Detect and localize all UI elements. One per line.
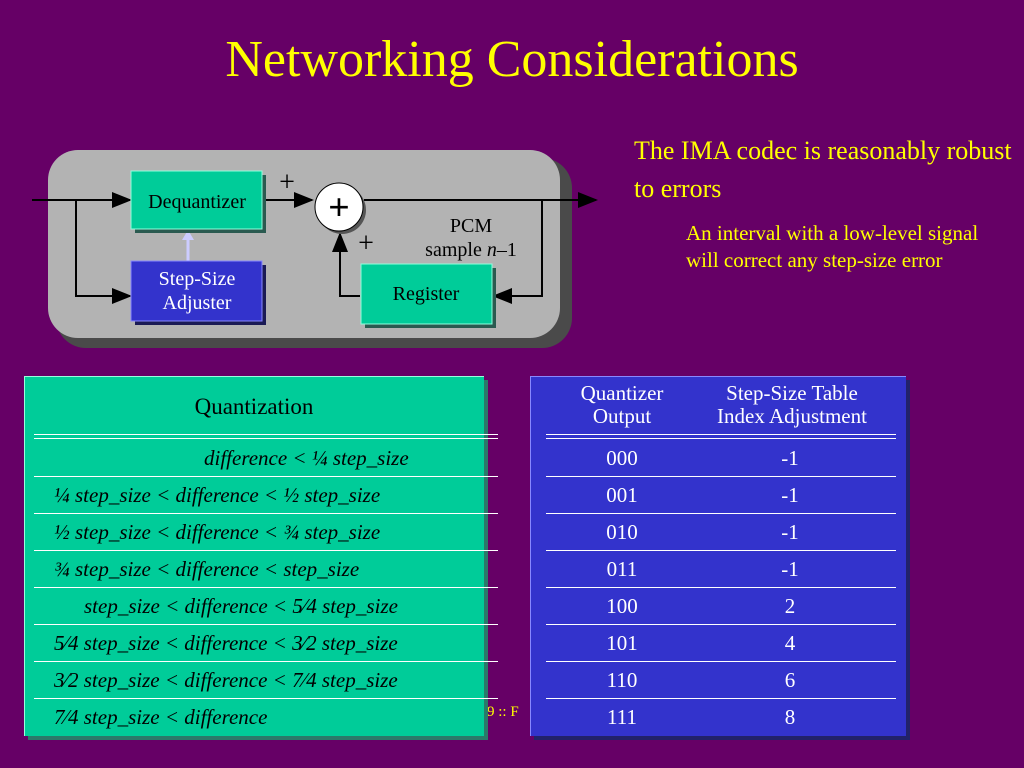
quantizer-output-cell: 011 bbox=[606, 557, 638, 581]
register-box bbox=[360, 263, 493, 325]
dequantizer-box bbox=[130, 170, 263, 230]
quantization-row-text: difference < ¼ step_size bbox=[204, 446, 409, 470]
quantization-row-text: step_size < difference < 5⁄4 step_size bbox=[84, 594, 398, 618]
index-adjustment-cell: -1 bbox=[781, 520, 799, 544]
header-col1-line1: Quantizer bbox=[580, 381, 664, 405]
main-bullet: The IMA codec is reasonably robust to er… bbox=[634, 136, 1012, 203]
quantization-header: Quantization bbox=[194, 394, 314, 419]
quantization-row-text: 7⁄4 step_size < difference bbox=[54, 705, 268, 729]
quantizer-output-cell: 000 bbox=[606, 446, 638, 470]
quantization-row: step_size < difference < 5⁄4 step_size bbox=[34, 588, 498, 625]
adjuster-to-dequantizer-arrow bbox=[182, 230, 194, 240]
table-row: 110 6 bbox=[546, 662, 896, 699]
table-row: 111 8 bbox=[546, 699, 896, 736]
quantizer-output-cell: 010 bbox=[606, 520, 638, 544]
quantizer-output-cell: 001 bbox=[606, 483, 638, 507]
quantization-row-text: ½ step_size < difference < ¾ step_size bbox=[54, 520, 381, 544]
table-row: 000 -1 bbox=[546, 440, 896, 477]
quantization-row: ¼ step_size < difference < ½ step_size bbox=[34, 477, 498, 514]
adjuster-label-line1: Step-Size bbox=[159, 268, 236, 290]
plus-top-sign: + bbox=[279, 167, 295, 198]
quantization-row: ½ step_size < difference < ¾ step_size bbox=[34, 514, 498, 551]
quantization-row: 7⁄4 step_size < difference bbox=[34, 699, 498, 736]
index-adjustment-table: Quantizer Output Step-Size Table Index A… bbox=[530, 376, 906, 736]
pcm-minus-one: –1 bbox=[496, 239, 517, 261]
header-col2-line1: Step-Size Table bbox=[726, 381, 858, 405]
header-index-adjustment: Step-Size Table Index Adjustment bbox=[694, 382, 890, 428]
quantization-row-text: 3⁄2 step_size < difference < 7⁄4 step_si… bbox=[54, 668, 398, 692]
quantization-row: 5⁄4 step_size < difference < 3⁄2 step_si… bbox=[34, 625, 498, 662]
register-to-adder-line bbox=[332, 232, 360, 297]
index-adjustment-cell: 2 bbox=[784, 594, 796, 618]
pcm-sample-word: sample bbox=[425, 239, 487, 261]
header-divider-top bbox=[34, 434, 498, 435]
quantizer-output-cell: 111 bbox=[607, 705, 637, 729]
quantization-row-text: 5⁄4 step_size < difference < 3⁄2 step_si… bbox=[54, 631, 398, 655]
pcm-n-variable: n bbox=[487, 239, 497, 261]
quantizer-output-cell: 100 bbox=[606, 594, 638, 618]
adjust-header-divider-bottom bbox=[546, 438, 896, 439]
feedback-line bbox=[492, 200, 543, 304]
dequantizer-label: Dequantizer bbox=[148, 191, 246, 213]
index-adjustment-cell: -1 bbox=[781, 483, 799, 507]
table-row: 101 4 bbox=[546, 625, 896, 662]
quantizer-output-cell: 101 bbox=[606, 631, 638, 655]
pcm-label-line1: PCM bbox=[450, 215, 492, 237]
footer-text: -9 :: F bbox=[482, 704, 519, 720]
header-col2-line2: Index Adjustment bbox=[717, 404, 867, 428]
quantization-table: Quantization difference < ¼ step_size ¼ … bbox=[24, 376, 498, 736]
index-adjustment-cell: 6 bbox=[784, 668, 796, 692]
quantizer-output-cell: 110 bbox=[606, 668, 638, 692]
input-to-adjuster-line bbox=[75, 200, 132, 304]
quantization-row-text: ¾ step_size < difference < step_size bbox=[54, 557, 360, 581]
quantization-row: ¾ step_size < difference < step_size bbox=[34, 551, 498, 588]
header-quantizer-output: Quantizer Output bbox=[552, 382, 692, 428]
quantization-row: difference < ¼ step_size bbox=[34, 440, 498, 477]
table-row: 010 -1 bbox=[546, 514, 896, 551]
adder-plus: + bbox=[328, 187, 350, 229]
header-col1-line2: Output bbox=[592, 404, 652, 428]
plus-bottom-sign: + bbox=[358, 228, 374, 259]
index-adjustment-cell: -1 bbox=[781, 557, 799, 581]
table-row: 100 2 bbox=[546, 588, 896, 625]
adjuster-label-line2: Adjuster bbox=[163, 292, 232, 314]
register-label: Register bbox=[393, 283, 460, 305]
quantization-row: 3⁄2 step_size < difference < 7⁄4 step_si… bbox=[34, 662, 498, 699]
index-adjustment-cell: -1 bbox=[781, 446, 799, 470]
adder-circle bbox=[314, 182, 364, 232]
index-adjustment-cell: 8 bbox=[784, 705, 796, 729]
step-size-adjuster-box bbox=[130, 260, 263, 322]
sub-bullet: An interval with a low-level signal will… bbox=[686, 221, 979, 272]
adjust-header-divider-top bbox=[546, 434, 896, 435]
header-divider-bottom bbox=[34, 438, 498, 439]
table-row: 011 -1 bbox=[546, 551, 896, 588]
pcm-label-line2: sample n–1 bbox=[425, 239, 517, 261]
quantization-row-text: ¼ step_size < difference < ½ step_size bbox=[54, 483, 381, 507]
slide-title: Networking Considerations bbox=[225, 31, 799, 88]
index-adjustment-cell: 4 bbox=[784, 631, 796, 655]
table-row: 001 -1 bbox=[546, 477, 896, 514]
